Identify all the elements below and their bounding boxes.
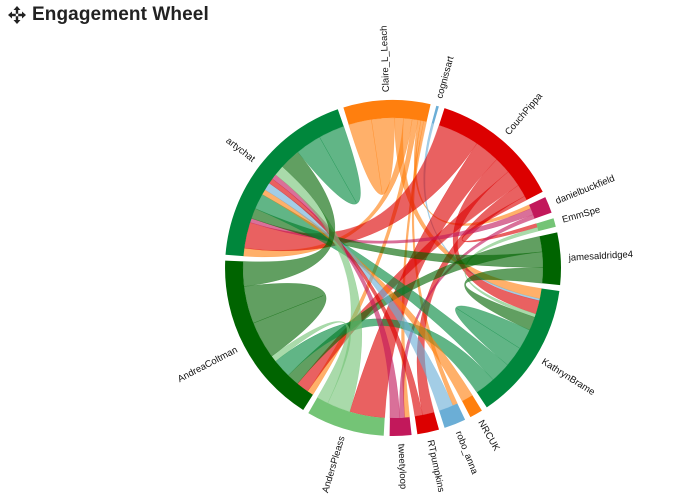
chord-RTpumpkins-artychat[interactable] <box>268 178 423 417</box>
group-arc-Claire_L_Leach[interactable] <box>343 100 431 125</box>
group-label-EmmSpe: EmmSpe <box>561 204 602 225</box>
panel-header: Engagement Wheel <box>8 2 209 28</box>
group-arc-danielbuckfield[interactable] <box>529 197 552 219</box>
group-label-danielbuckfield: danielbuckfield <box>554 173 616 207</box>
chord-Claire_L_Leach-Claire_L_Leach[interactable] <box>348 117 395 195</box>
chord-tweetyloop-artychat[interactable] <box>272 174 401 419</box>
group-arc-layer <box>225 100 561 437</box>
group-arc-jamesaldridge4[interactable] <box>539 232 561 286</box>
chord-KathrynBrame-artychat[interactable] <box>254 194 508 381</box>
group-label-KathrynBrame: KathrynBrame <box>539 356 596 398</box>
group-label-robo_anna: robo_anna <box>453 430 480 477</box>
group-label-RTpumpkins: RTpumpkins <box>425 439 447 494</box>
group-label-NRCUK: NRCUK <box>475 418 502 453</box>
group-arc-artychat[interactable] <box>225 109 344 257</box>
group-arc-CouchPippa[interactable] <box>439 108 543 200</box>
chord-artychat-artychat[interactable] <box>297 125 361 205</box>
group-arc-robo_anna[interactable] <box>439 403 466 428</box>
chord-AndersPleass-AndreaColtman[interactable] <box>271 321 351 404</box>
group-label-cognissart: cognissart <box>434 55 456 100</box>
group-arc-NRCUK[interactable] <box>462 395 482 418</box>
group-label-tweetyloop: tweetyloop <box>395 444 408 490</box>
chord-danielbuckfield-artychat[interactable] <box>249 208 534 244</box>
group-arc-EmmSpe[interactable] <box>536 218 556 232</box>
page-title: Engagement Wheel <box>32 4 209 25</box>
chord-CouchPippa-artychat[interactable] <box>244 124 478 252</box>
group-arc-cognissart[interactable] <box>431 105 439 124</box>
group-label-AndreaColtman: AndreaColtman <box>176 345 240 385</box>
chord-danielbuckfield-tweetyloop[interactable] <box>399 214 535 419</box>
chord-layer <box>242 117 544 419</box>
chord-AndreaColtman-AndreaColtman[interactable] <box>243 283 327 357</box>
group-label-jamesaldridge4: jamesaldridge4 <box>567 249 633 264</box>
group-arc-AndreaColtman[interactable] <box>225 260 313 410</box>
group-arc-AndersPleass[interactable] <box>308 397 385 436</box>
group-label-artychat: artychat <box>224 135 258 165</box>
group-label-AndersPleass: AndersPleass <box>320 435 347 495</box>
group-label-CouchPippa: CouchPippa <box>503 90 545 137</box>
group-arc-RTpumpkins[interactable] <box>414 412 439 435</box>
move-arrows-icon[interactable] <box>8 6 26 24</box>
group-arc-KathrynBrame[interactable] <box>476 288 560 408</box>
group-label-Claire_L_Leach: Claire_L_Leach <box>379 25 392 92</box>
group-arc-tweetyloop[interactable] <box>389 417 412 437</box>
